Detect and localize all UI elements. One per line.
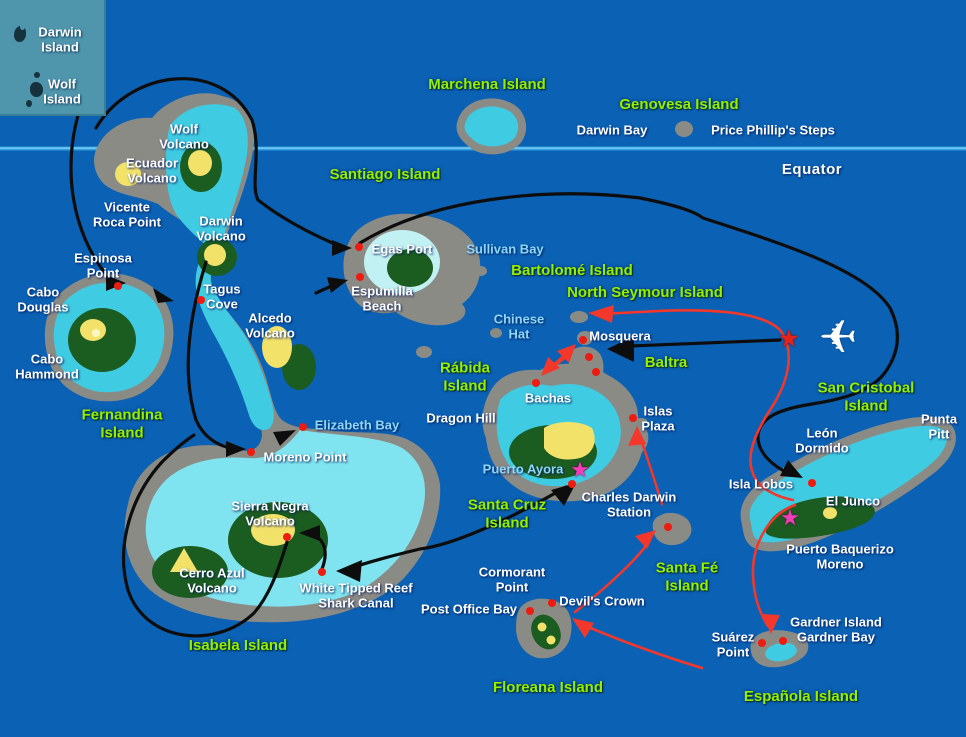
el-junco-lake [823,507,837,519]
wolf-volcano-crater [188,150,212,176]
fernandina-volcano-ring [68,308,136,372]
route-red-espanola-to-floreana [584,624,704,670]
route-plane-to-baltra [628,338,782,348]
espanola-bay [765,642,797,662]
island-bartolome [475,266,487,276]
alcedo-volcano-crater [262,326,292,368]
wolf-islet-icon [30,82,43,97]
darwin-islet-icon-notch [20,24,25,30]
fernandina-crater-core [92,329,100,337]
legend-box: Darwin Island Wolf Island [0,0,106,116]
ecuador-volcano-crater [115,162,141,186]
site-dots [114,243,816,647]
route-red-floreana-to-santafe [573,538,652,614]
wolf-islet-icon-dot [34,72,40,78]
route-red-sancristobal-to-espanola [751,503,797,628]
island-chinese-hat [490,328,502,338]
island-genovesa [675,121,693,137]
island-rabida [416,346,432,358]
legend-wolf-label: Wolf Island [43,76,81,107]
fernandina-crater [80,319,106,341]
wolf-islet-icon-dot2 [26,100,32,107]
darwin-volcano-crater [204,244,226,266]
route-southwest-loop [121,433,289,638]
island-north-seymour [570,311,588,323]
island-marchena [456,98,527,155]
route-red-seymour-san-cristobal [598,309,795,502]
floreana-crater-1 [537,622,547,632]
santiago-highland [387,249,433,287]
route-east-loop-to-san-cristobal [358,192,899,476]
floreana-crater-2 [546,635,556,645]
red-arrowheads [541,305,780,638]
cerro-azul-crater [170,548,198,572]
santa-cruz-crater [544,422,595,460]
sierra-negra-crater [251,514,295,546]
route-puerto-ayora-to-shark-canal [346,485,568,571]
route-west-isabela [186,260,236,451]
route-red-santafe-to-plaza [637,432,664,506]
island-santa-fe [652,512,692,546]
legend-darwin-label: Darwin Island [38,24,82,55]
route-north-isabela-arc [94,77,344,249]
black-arrowheads [106,240,803,582]
island-shapes [44,93,956,668]
darwin-islet-icon [14,26,26,42]
